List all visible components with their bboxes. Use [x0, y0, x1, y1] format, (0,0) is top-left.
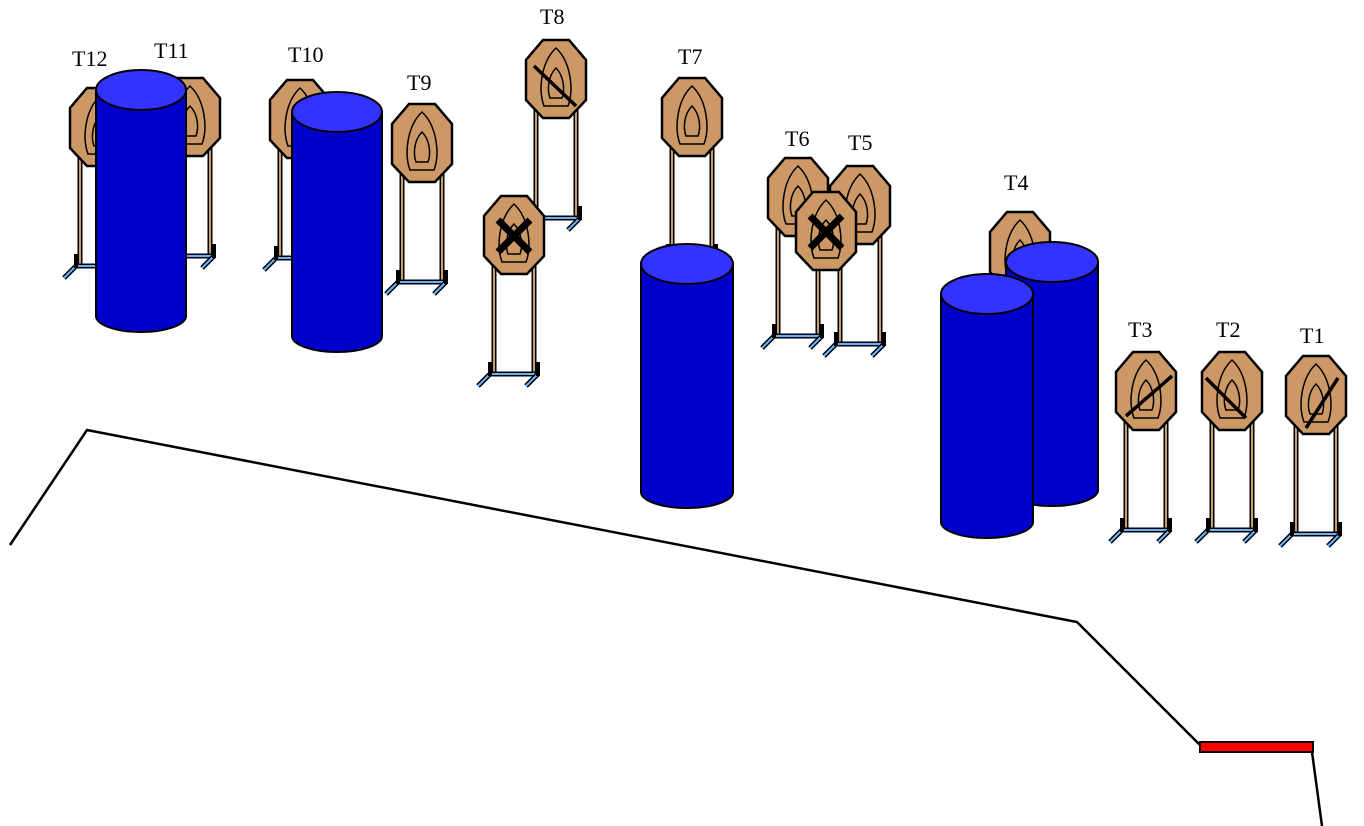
shooting-box: [1199, 741, 1314, 753]
label-T6: T6: [785, 126, 809, 151]
barrel-2: [291, 91, 383, 353]
label-T12: T12: [72, 46, 107, 71]
noshoot-overlap-T6: [794, 190, 858, 272]
fault-line: [8, 428, 1324, 826]
label-T2: T2: [1216, 317, 1240, 342]
target-T1-group: [1280, 354, 1348, 546]
target-T9-group: [386, 102, 454, 294]
target-T7-group: [656, 76, 724, 268]
target-T8-group: [520, 38, 588, 230]
barrel-1: [95, 69, 187, 333]
label-T4: T4: [1004, 170, 1028, 195]
barrel-5: [940, 273, 1034, 539]
barrel-3: [640, 243, 734, 509]
label-T5: T5: [848, 130, 872, 155]
label-T3: T3: [1128, 317, 1152, 342]
label-T8: T8: [540, 4, 564, 29]
target-T3-group: [1110, 350, 1178, 542]
noshoot-target-NS1: [478, 194, 546, 386]
label-T11: T11: [154, 38, 189, 63]
label-T7: T7: [678, 44, 702, 69]
label-T10: T10: [288, 42, 323, 67]
label-T1: T1: [1300, 323, 1324, 348]
target-T2-group: [1196, 350, 1264, 542]
label-T9: T9: [407, 70, 431, 95]
